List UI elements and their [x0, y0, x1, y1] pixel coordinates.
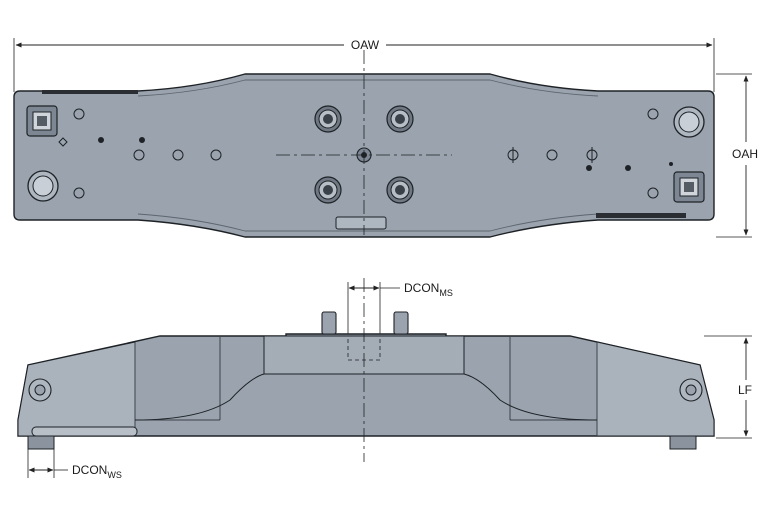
dcon-ws-label: DCONWS	[72, 463, 122, 480]
small-holes	[73, 108, 659, 199]
phi-mark-2	[586, 147, 598, 163]
groove-top-left	[42, 90, 138, 94]
square-socket-left	[26, 105, 58, 137]
top-pins	[321, 311, 409, 335]
square-socket-right	[673, 171, 705, 203]
large-bore-right	[673, 106, 705, 138]
lf-dimension: LF	[704, 335, 752, 439]
large-bore-left	[27, 170, 59, 202]
bottom-slot	[31, 426, 138, 437]
side-view	[17, 278, 715, 462]
groove-bottom-right	[596, 213, 686, 218]
oaw-label: OAW	[351, 38, 380, 52]
dcon-ws-dimension: DCONWS	[27, 448, 122, 480]
dcon-ms-label: DCONMS	[404, 281, 453, 298]
waist-curve-left	[134, 373, 265, 421]
dcon-ms-dimension: DCONMS	[347, 281, 453, 334]
side-hole-left	[28, 378, 52, 402]
dark-holes	[98, 137, 673, 171]
phi-mark-1	[507, 147, 519, 163]
foot-left	[27, 435, 55, 450]
foot-right	[669, 435, 697, 450]
oaw-dimension: OAW	[13, 38, 715, 92]
oah-dimension: OAH	[716, 73, 758, 238]
diamond-mark	[58, 137, 68, 147]
lf-label: LF	[738, 383, 752, 397]
plate-contour-bottom	[137, 213, 599, 232]
top-view	[13, 50, 715, 238]
key-slot	[335, 216, 387, 230]
clamp-screws	[314, 105, 414, 204]
side-hole-right	[679, 378, 703, 402]
oah-label: OAH	[732, 147, 758, 161]
waist-curve-right	[463, 373, 598, 421]
plate-contour-top	[137, 79, 599, 97]
